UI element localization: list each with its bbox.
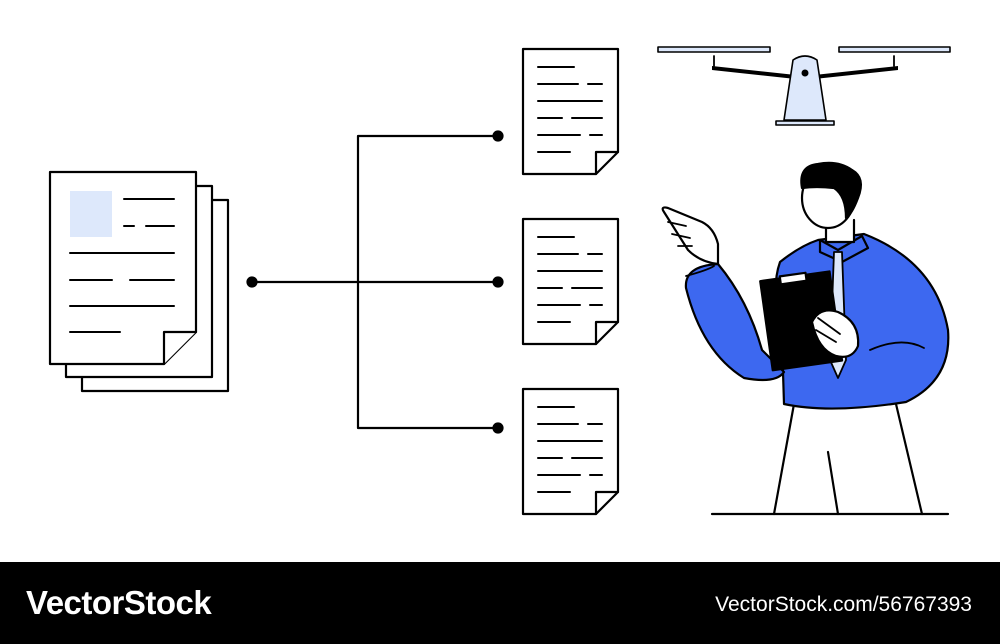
- balance-scale-icon: [657, 46, 951, 126]
- document-icon: [521, 217, 620, 346]
- document-icon: [521, 47, 620, 176]
- person-with-clipboard: [661, 161, 950, 516]
- brand-logo[interactable]: VectorStock: [26, 584, 212, 621]
- document-stack-icon: [48, 170, 230, 393]
- image-id-text: VectorStock.com/56767393: [715, 593, 972, 616]
- illustration: [48, 46, 951, 516]
- connector-tree: [246, 130, 504, 434]
- image-placeholder: [70, 191, 112, 237]
- document-icon: [521, 387, 620, 516]
- footer-bar: VectorStock VectorStock.com/56767393: [0, 562, 1000, 644]
